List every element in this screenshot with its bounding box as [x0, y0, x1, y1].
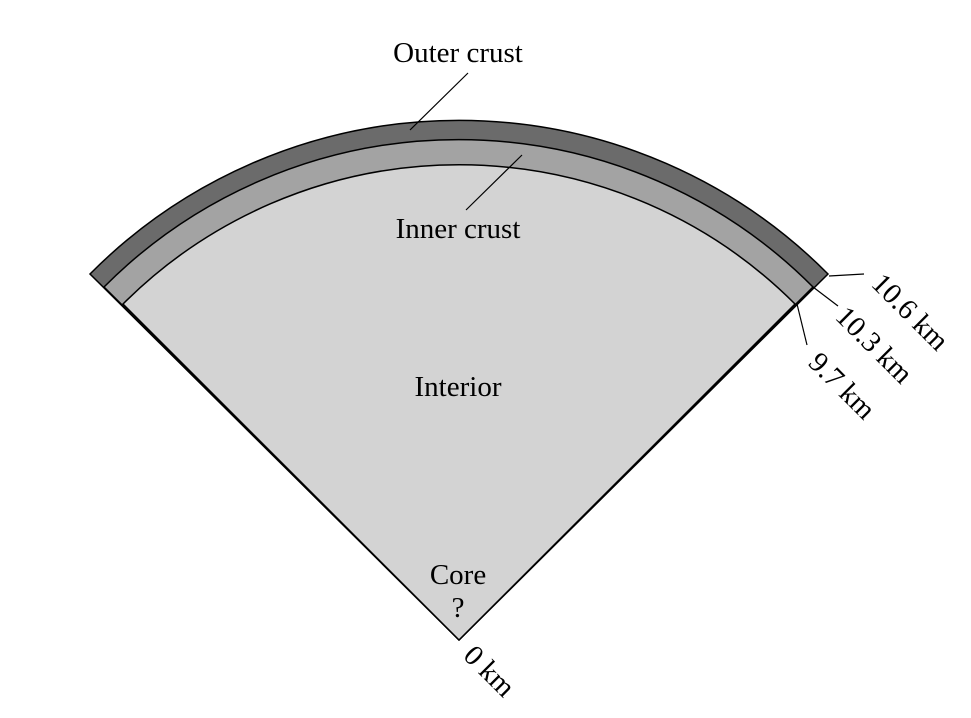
outer-crust-leader-line [409, 72, 469, 131]
radius-9-7-leader-line [796, 303, 808, 346]
radius-10-6-leader-line [828, 273, 865, 277]
core-question-mark: ? [452, 592, 465, 624]
radius-label-0: 0 km [457, 639, 522, 704]
interior-layer [121, 164, 797, 642]
leader-lines [409, 72, 865, 346]
radius-10-3-leader-line [812, 286, 839, 307]
interior-label: Interior [415, 371, 502, 403]
outer-crust-label: Outer crust [393, 37, 523, 69]
inner-crust-leader-line [465, 154, 523, 211]
core-label: Core [430, 559, 486, 591]
inner-crust-label: Inner crust [396, 213, 521, 245]
